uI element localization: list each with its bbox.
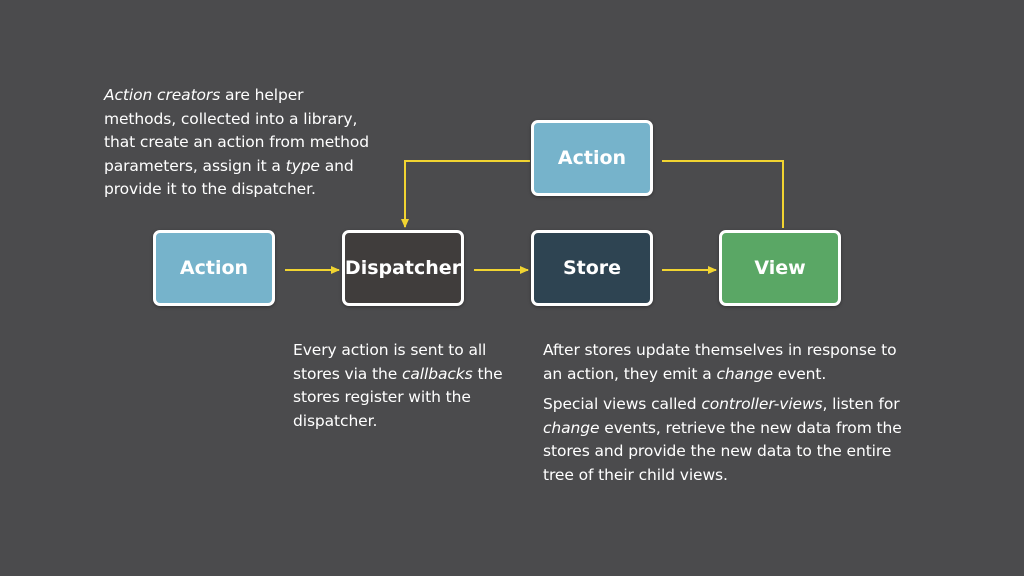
dispatcher-node-label: Dispatcher [344,257,462,279]
note-text: dispatcher. [293,411,378,430]
note-line: dispatcher. [293,410,523,434]
note-text: stores register with the [293,388,471,406]
note-line: parameters, assign it a type and [104,155,404,179]
note-line: stores register with the [293,386,523,410]
note-text: parameters, assign it a [104,156,286,175]
note-text: methods, collected into a library, [104,109,358,128]
note-paragraph: Special views called controller-views, l… [543,393,923,487]
note-text: an action, they emit a [543,364,717,383]
note-line: Action creators are helper [104,84,404,108]
note-line: that create an action from method [104,131,404,155]
note-text: stores and provide the new data to the e… [543,442,892,460]
view-node-label: View [754,257,806,279]
emphasis-text: Action creators [104,86,221,104]
line-view-to-action [662,160,784,228]
emphasis-text: change [543,418,600,437]
emphasis-text: controller-views [701,395,823,413]
emphasis-text: callbacks [401,364,473,383]
note-line: methods, collected into a library, [104,108,404,132]
emphasis-text: change [716,364,773,383]
note-text: stores via the [293,364,402,383]
action-creators-note: Action creators are helper methods, coll… [104,84,404,202]
note-text: the [472,364,503,383]
note-line: Every action is sent to all [293,339,523,363]
store-node-label: Store [562,257,622,279]
note-text: Special views called [543,395,702,413]
note-text: events, retrieve the new data from the [599,418,902,437]
note-text: event. [772,364,827,383]
note-text: and [319,156,354,175]
note-line: stores via the callbacks the [293,363,523,387]
action-node-label: Action [179,257,249,279]
dispatcher-note: Every action is sent to all stores via t… [293,339,523,433]
emphasis-text: type [285,156,320,175]
store-view-note: After stores update themselves in respon… [543,339,923,487]
arrow-action-to-dispatcher-loop [401,160,530,228]
note-text: After stores update themselves in respon… [543,341,897,359]
note-text: are helper [220,86,304,104]
dispatcher-node: Dispatcher [342,230,464,306]
view-node: View [719,230,841,306]
note-line: provide it to the dispatcher. [104,178,404,202]
action-top-node: Action [531,120,653,196]
action-node: Action [153,230,275,306]
note-text: provide it to the dispatcher. [104,180,316,198]
note-text: that create an action from method [104,133,369,151]
action-top-node-label: Action [557,147,627,169]
store-node: Store [531,230,653,306]
note-text: Every action is sent to all [293,341,487,359]
note-text: , listen for [822,395,900,413]
note-text: tree of their child views. [543,465,728,484]
note-paragraph: After stores update themselves in respon… [543,339,923,386]
